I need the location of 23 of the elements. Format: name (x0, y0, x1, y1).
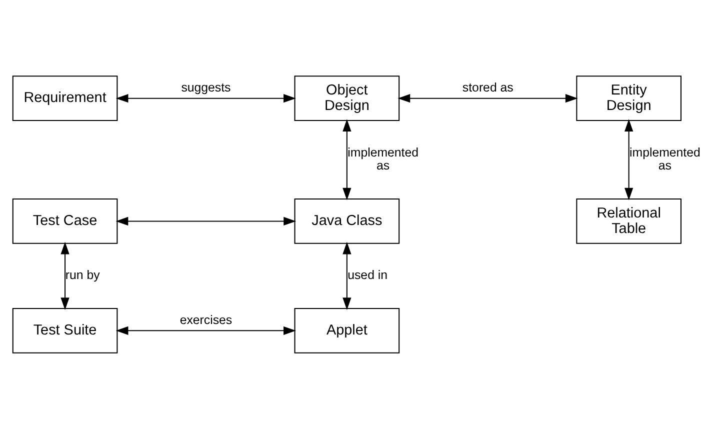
node-box: Relational Table (576, 198, 682, 244)
edge-label: suggests (181, 80, 231, 94)
arrow (116, 326, 296, 335)
arrow (116, 216, 296, 226)
arrow (60, 241, 70, 310)
node-box: Requirement (12, 75, 118, 121)
arrow (116, 93, 296, 102)
edge-label: implemented as (630, 144, 700, 172)
node-box: Object Design (294, 75, 400, 121)
node-box: Test Suite (12, 307, 118, 353)
edge-label: run by (65, 268, 100, 282)
edge-label: stored as (462, 80, 514, 94)
edge-label: used in (348, 268, 388, 282)
arrow (342, 118, 352, 200)
node-box: Entity Design (576, 75, 682, 121)
node-box: Test Case (12, 198, 118, 244)
node-box: Applet (294, 307, 400, 353)
node-box: Java Class (294, 198, 400, 244)
edge-label: exercises (180, 312, 232, 327)
arrow (624, 118, 634, 200)
edge-label: implemented as (348, 144, 419, 172)
arrow (398, 93, 578, 102)
arrow (342, 241, 352, 310)
